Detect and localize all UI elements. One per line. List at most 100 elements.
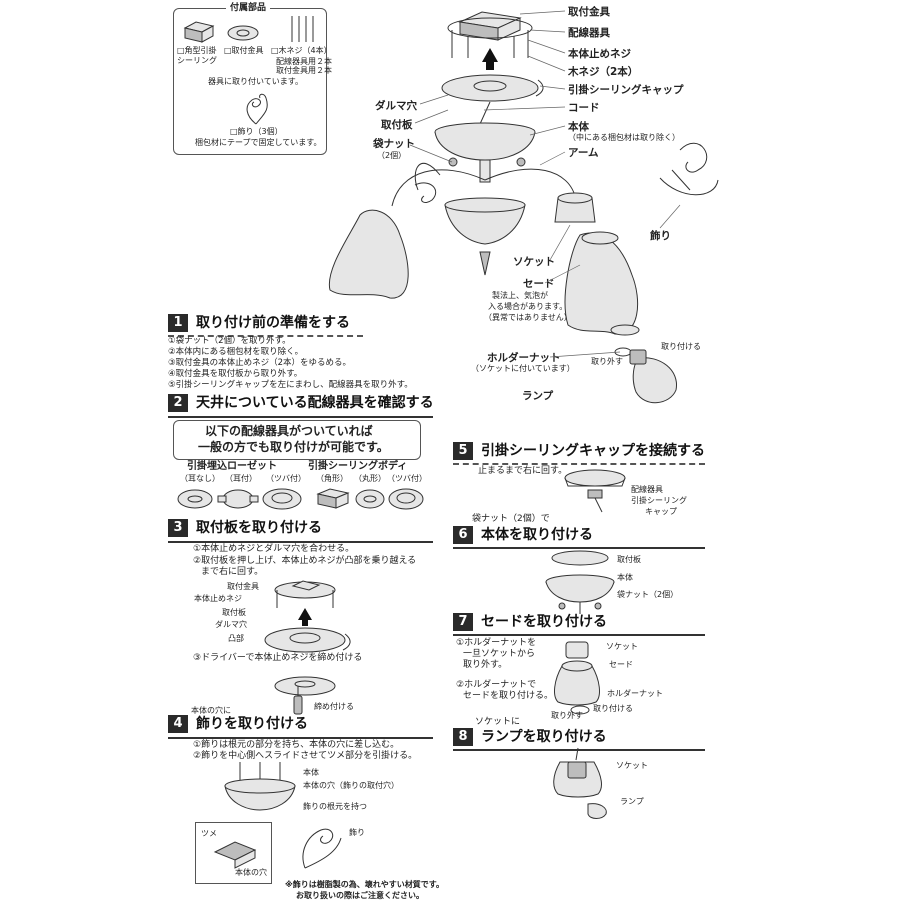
s7-step2a: ②ホルダーナットで <box>456 680 537 690</box>
accessory-plate-label: □取付金具 <box>224 46 264 55</box>
s3-label-daruma: ダルマ穴 <box>215 620 247 629</box>
label-holder-nut: ホルダーナット <box>487 352 561 364</box>
section-7-number: 7 <box>453 613 473 631</box>
label-shade: セード <box>523 278 555 290</box>
section-7-header: 7 セードを取り付ける <box>453 612 607 632</box>
exploded-fixture-diagram <box>328 11 719 404</box>
s4-step1: ①飾りは根元の部分を持ち、本体の穴に差し込む。 <box>193 740 400 750</box>
section-8-header: 8 ランプを取り付ける <box>453 727 607 747</box>
s6-label-nut: 袋ナット（2個） <box>617 590 679 599</box>
s3-label-convex: 凸部 <box>228 634 244 643</box>
accessory-screw-label: □木ネジ（4本） <box>271 46 332 55</box>
section-5-number: 5 <box>453 442 473 460</box>
s2-device-icons <box>177 488 424 510</box>
s5-label-wiring: 配線器具 <box>631 485 663 494</box>
section-7-rule <box>453 634 705 636</box>
section-6-rule <box>453 547 705 549</box>
s2-ceiling-title: 引掛シーリングボディ <box>308 461 408 472</box>
s7-shade-diagram <box>554 641 600 715</box>
mount-fitting-icon <box>227 25 259 41</box>
s7-step1c: 取り外す。 <box>463 660 508 670</box>
section-3-title: 取付板を取り付ける <box>196 520 322 536</box>
label-shade-note2: 入る場合があります。 <box>488 302 568 311</box>
s2-ceiling-label: （丸形） <box>354 474 386 483</box>
s3-label-hole: 本体の穴に <box>191 706 231 715</box>
section-8-rule <box>453 749 705 751</box>
s7-label-holder: ホルダーナット <box>607 689 663 698</box>
s2-box-line2: 一般の方でも取り付けが可能です。 <box>198 440 389 454</box>
ceiling-box-icon <box>183 21 215 43</box>
s6-body-diagram <box>545 550 615 614</box>
section-2-header: 2 天井についている配線器具を確認する <box>168 393 434 413</box>
s3-step3: ③ドライバーで本体止めネジを締め付ける <box>193 653 363 663</box>
label-hook-cap: 引掛シーリングキャップ <box>568 84 684 96</box>
s3-plate-diagram <box>264 580 351 696</box>
label-wood-screw: 木ネジ（2本） <box>568 66 639 78</box>
s1-step: ②本体内にある梱包材を取り除く。 <box>168 347 304 357</box>
label-body-screw: 本体止めネジ <box>568 48 631 60</box>
section-4-title: 飾りを取り付ける <box>196 716 308 732</box>
section-5-rule <box>453 463 705 465</box>
s4-label-body-hole: 本体の穴 <box>235 868 267 877</box>
s5-cap-diagram <box>564 469 626 513</box>
section-8-title: ランプを取り付ける <box>481 729 607 745</box>
s3-step2a: ②取付板を押し上げ、本体止めネジが凸部を乗り越える <box>193 556 417 566</box>
label-bag-nut: 袋ナット <box>373 138 415 150</box>
accessory-ornament-label: □飾り（3個） <box>230 127 283 136</box>
label-holder-note: （ソケットに付いています） <box>471 364 575 373</box>
s6-label-plate: 取付板 <box>617 555 641 564</box>
section-2-info-box <box>173 420 421 460</box>
label-socket: ソケット <box>513 256 555 268</box>
s4-label-hold: 飾りの根元を持つ <box>303 802 367 811</box>
section-2-rule <box>168 416 433 418</box>
label-daruma-hole: ダルマ穴 <box>375 100 417 112</box>
s7-label-socket: ソケット <box>606 642 638 651</box>
s7-step1b: 一旦ソケットから <box>463 649 536 659</box>
label-ornament: 飾り <box>650 230 671 242</box>
section-2-number: 2 <box>168 394 188 412</box>
s3-step1: ①本体止めネジとダルマ穴を合わせる。 <box>193 544 355 554</box>
accessory-attached-note: 器具に取り付いています。 <box>208 77 303 86</box>
s3-step2b: まで右に回す。 <box>201 567 264 577</box>
label-lamp: ランプ <box>522 390 554 402</box>
section-6-title: 本体を取り付ける <box>481 527 593 543</box>
s7-label-attach: 取り付ける <box>593 704 633 713</box>
section-3-rule <box>168 541 433 543</box>
section-4-number: 4 <box>168 715 188 733</box>
s7-label-shade: セード <box>609 660 633 669</box>
accessory-box-label: □角型引掛 シーリング <box>177 46 217 65</box>
s3-label-tighten: 締め付ける <box>314 702 354 711</box>
section-4-header: 4 飾りを取り付ける <box>168 714 308 734</box>
s4-note2: お取り扱いの際はご注意ください。 <box>296 891 424 900</box>
label-cord: コード <box>568 102 600 114</box>
s1-step: ③取付金具の本体止めネジ（2本）をゆるめる。 <box>168 358 352 368</box>
s5-label-cap1: 引掛シーリング <box>631 496 687 505</box>
label-mount-plate: 取付板 <box>381 119 413 131</box>
section-1-header: 1 取り付け前の準備をする <box>168 313 350 333</box>
label-body: 本体 <box>568 121 589 133</box>
s4-note1: ※飾りは樹脂製の為、壊れやすい材質です。 <box>285 880 444 889</box>
accessory-tape-note: 梱包材にテープで固定しています。 <box>195 138 322 147</box>
s2-ceiling-label: （角形） <box>316 474 348 483</box>
label-mount-fitting: 取付金具 <box>568 6 610 18</box>
section-4-rule <box>168 737 433 739</box>
s4-label-ornament: 飾り <box>349 828 365 837</box>
section-5-header: 5 引掛シーリングキャップを接続する <box>453 441 705 461</box>
section-3-number: 3 <box>168 519 188 537</box>
s5-step: 止まるまで右に回す。 <box>478 466 568 476</box>
section-6-number: 6 <box>453 526 473 544</box>
s6-pre: 袋ナット（2個）で <box>472 514 550 524</box>
s1-step: ①袋ナット（2個）を取り外す。 <box>168 336 291 346</box>
ornament-icon <box>246 93 268 125</box>
accessory-screw-note2: 取付金具用２本 <box>276 66 332 75</box>
label-attach: 取り付ける <box>661 342 701 351</box>
s4-ornament-diagram <box>302 828 342 869</box>
s3-label-plate: 取付板 <box>222 608 246 617</box>
s4-label-body: 本体 <box>303 768 319 777</box>
s2-rosette-label: （ツバ付） <box>266 474 306 483</box>
s7-step2b: セードを取り付ける。 <box>463 691 554 701</box>
s4-step2: ②飾りを中心側へスライドさせてツメ部分を引掛ける。 <box>193 751 418 761</box>
main-leader-lines <box>409 10 681 358</box>
label-arm: アーム <box>568 147 599 159</box>
s4-detail-box <box>195 822 272 884</box>
